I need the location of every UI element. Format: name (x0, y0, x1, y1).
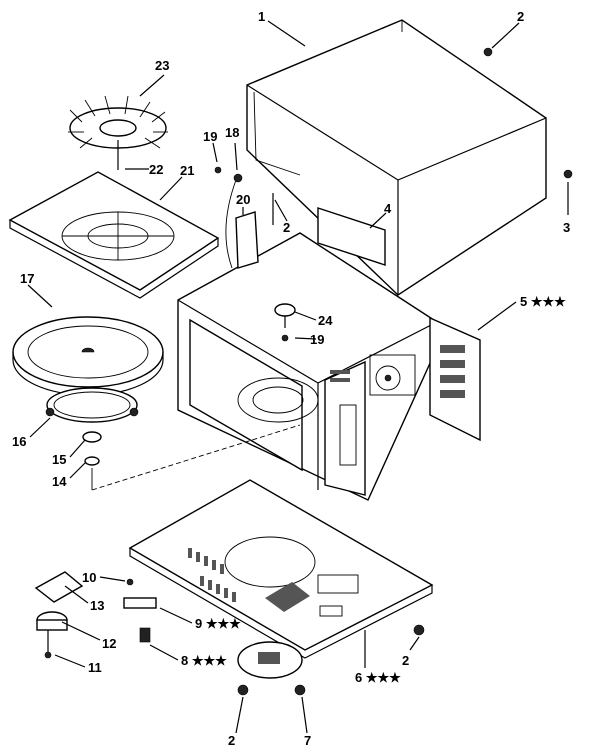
roller-ring (45, 387, 139, 423)
callout-2-bottom: 2 (228, 733, 235, 748)
callout-1: 1 (258, 9, 265, 24)
callout-21: 21 (180, 163, 194, 178)
callout-19-mid: 19 (310, 332, 324, 347)
leader-lines (27, 20, 569, 734)
fasteners-lower (123, 47, 573, 696)
callout-4: 4 (384, 201, 392, 216)
callout-7: 7 (304, 733, 311, 748)
callout-2-mid: 2 (283, 220, 290, 235)
callout-19-top: 19 (203, 129, 217, 144)
filter-plate (237, 641, 303, 679)
callout-10: 10 (82, 570, 96, 585)
callout-2-right: 2 (402, 653, 409, 668)
label-plate (317, 207, 386, 266)
callout-8: 8 ★★★ (181, 653, 227, 668)
turntable (12, 316, 164, 396)
callout-17: 17 (20, 271, 34, 286)
callout-labels: 1 2 3 4 5 ★★★ 2 23 22 21 19 18 20 17 24 … (12, 9, 570, 748)
callout-13: 13 (90, 598, 104, 613)
callout-16: 16 (12, 434, 26, 449)
base-plate (128, 479, 434, 659)
callout-24: 24 (318, 313, 333, 328)
callout-22: 22 (149, 162, 163, 177)
callout-11: 11 (88, 660, 102, 675)
callout-3: 3 (563, 220, 570, 235)
callout-12: 12 (102, 636, 116, 651)
fan-housing (8, 171, 220, 299)
turntable-motor (34, 571, 84, 659)
callout-18: 18 (225, 125, 239, 140)
callout-23: 23 (155, 58, 169, 73)
callout-6: 6 ★★★ (355, 670, 401, 685)
callout-15: 15 (52, 452, 66, 467)
sensor-lead (225, 179, 237, 269)
callout-9: 9 ★★★ (195, 616, 241, 631)
fan-blade (68, 95, 168, 170)
callout-2-top: 2 (517, 9, 524, 24)
coupler (82, 431, 102, 466)
hinge-bracket (235, 211, 259, 269)
callout-20: 20 (236, 192, 250, 207)
callout-5: 5 ★★★ (520, 294, 566, 309)
oven-cavity-chassis (177, 232, 481, 501)
callout-14: 14 (52, 474, 67, 489)
thermal-cutout (274, 303, 296, 342)
outer-cabinet (246, 19, 547, 296)
